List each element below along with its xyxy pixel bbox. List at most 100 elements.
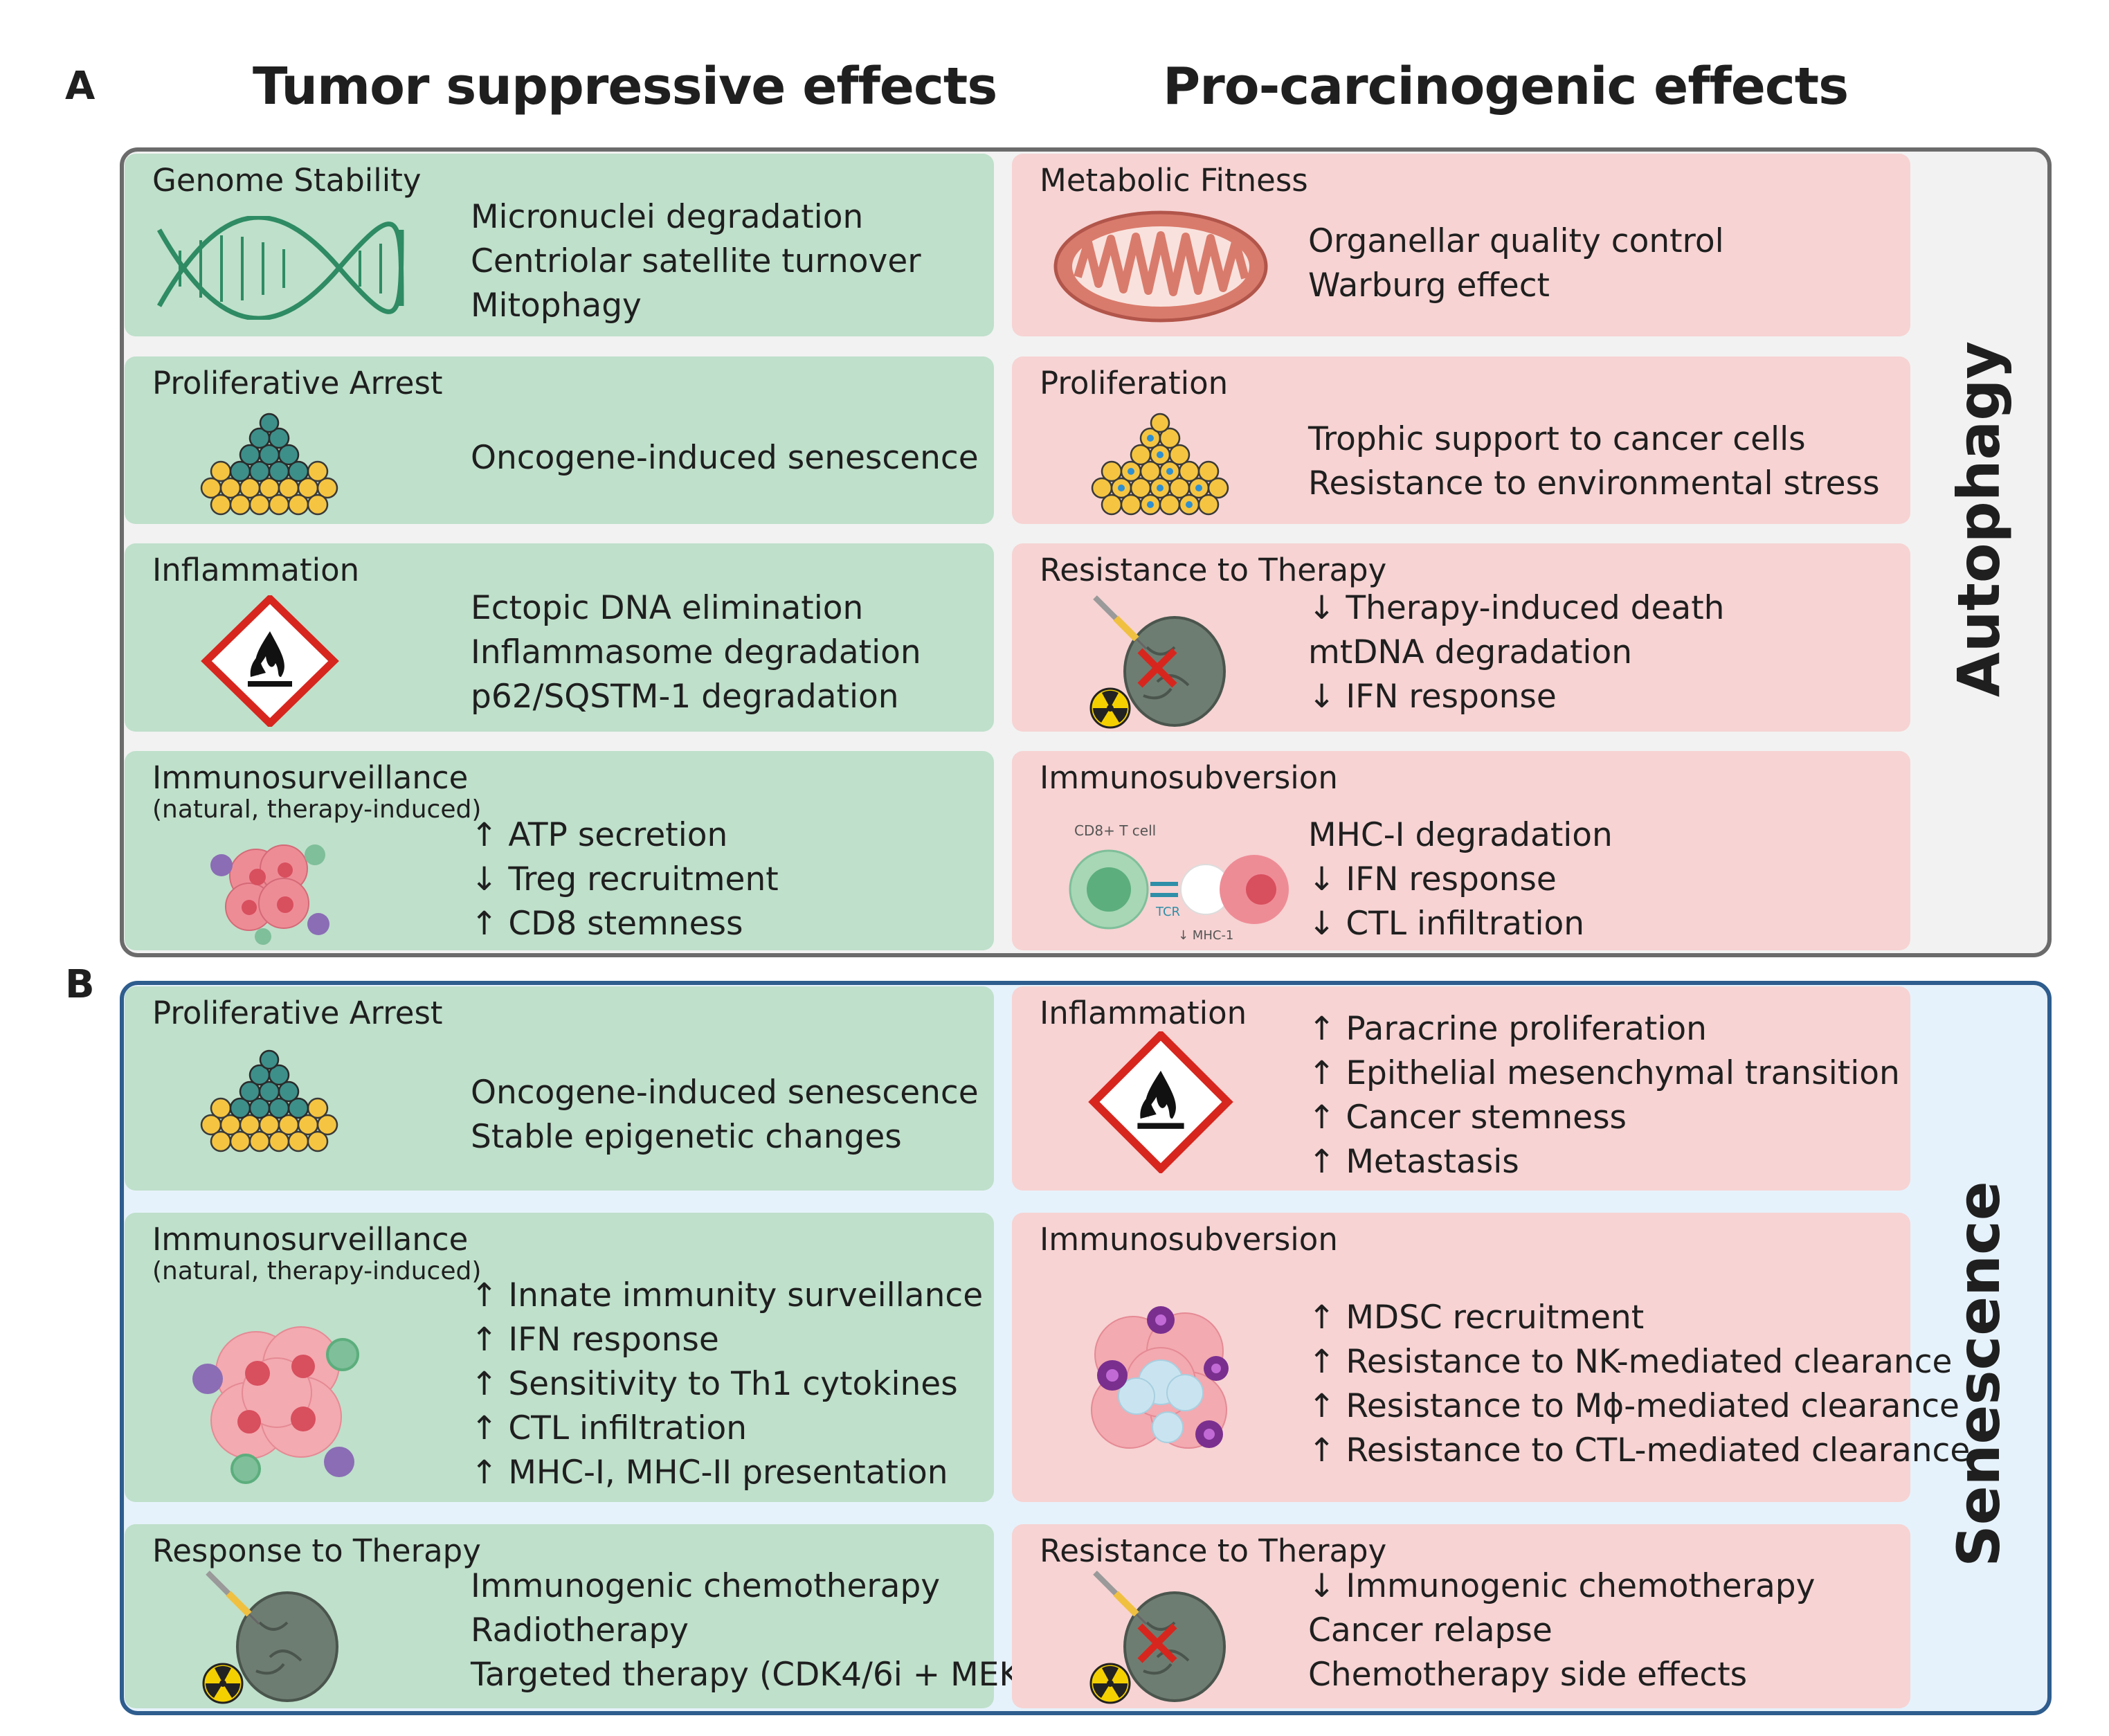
immune-tumor-icon (210, 844, 329, 945)
list-item: ↓ Immunogenic chemotherapy (1308, 1567, 1816, 1605)
autophagy-label: Autophagy (1945, 341, 2013, 698)
list-item: Immunogenic chemotherapy (471, 1567, 941, 1605)
list-item: ↓ IFN response (1308, 860, 1557, 898)
list-item: MHC-I degradation (1308, 816, 1613, 854)
list-item: Stable epigenetic changes (471, 1118, 902, 1156)
response-to-therapy-list: Immunogenic chemotherapy Radiotherapy Ta… (471, 1564, 1042, 1697)
box-title: Inflammation (1040, 995, 1247, 1031)
immunosubversion-box: Immunosubversion CD8+ T cell TCR ↓ MHC-1… (1012, 751, 1910, 950)
list-item: ↑ Epithelial mesenchymal transition (1308, 1054, 1900, 1092)
list-item: ↓ CTL infiltration (1308, 905, 1585, 943)
list-item: Organellar quality control (1308, 222, 1724, 260)
list-item: ↑ Paracrine proliferation (1308, 1010, 1707, 1048)
list-item: Oncogene-induced senescence (471, 439, 979, 477)
panel-a-letter: A (65, 64, 96, 109)
cell-cluster-icon (200, 413, 338, 516)
immunosurveillance-list: ↑ Innate immunity surveillance ↑ IFN res… (471, 1274, 983, 1495)
list-item: Targeted therapy (CDK4/6i + MEKi) (471, 1656, 1042, 1694)
immunosubversion-list: MHC-I degradation ↓ IFN response ↓ CTL i… (1308, 813, 1613, 946)
box-title: Proliferative Arrest (152, 365, 443, 401)
cell-cluster-icon (200, 1049, 338, 1152)
box-title: Immunosubversion (1040, 759, 1338, 796)
box-title: Response to Therapy (152, 1532, 481, 1569)
box-title: Immunosubversion (1040, 1221, 1338, 1258)
panel-b-letter: B (65, 962, 95, 1007)
list-item: Radiotherapy (471, 1611, 689, 1649)
proliferation-list: Trophic support to cancer cells Resistan… (1308, 417, 1880, 506)
list-item: ↑ Resistance to NK-mediated clearance (1308, 1343, 1953, 1381)
inflammation-list: Ectopic DNA elimination Inflammasome deg… (471, 586, 921, 719)
immunosurveillance-box: Immunosurveillance (natural, therapy-ind… (125, 751, 994, 950)
list-item: ↓ Treg recruitment (471, 860, 779, 898)
box-title: Proliferation (1040, 365, 1229, 401)
genome-stability-box: Genome Stability Micronuclei degradation… (125, 154, 994, 336)
list-item: Warburg effect (1308, 266, 1550, 305)
proliferative-arrest-list: Oncogene-induced senescence Stable epige… (471, 1071, 979, 1159)
list-item: Inflammasome degradation (471, 633, 921, 671)
list-item: ↓ IFN response (1308, 678, 1557, 716)
flammable-hazard-icon (201, 595, 339, 727)
box-subtitle: (natural, therapy-induced) (152, 795, 482, 824)
tcell-tumor-icon: CD8+ T cell TCR ↓ MHC-1 (1069, 822, 1289, 943)
resistance-to-therapy-list: ↓ Immunogenic chemotherapy Cancer relaps… (1308, 1564, 1815, 1697)
list-item: Chemotherapy side effects (1308, 1656, 1748, 1694)
list-item: ↑ MHC-I, MHC-II presentation (471, 1454, 948, 1492)
flammable-hazard-icon (1088, 1031, 1233, 1173)
list-item: ↑ Resistance to Mϕ-mediated clearance (1308, 1387, 1959, 1425)
mitochondrion-icon (1053, 210, 1268, 323)
box-title: Metabolic Fitness (1040, 162, 1308, 199)
immunosubversion-list: ↑ MDSC recruitment ↑ Resistance to NK-me… (1308, 1296, 1970, 1473)
list-item: mtDNA degradation (1308, 633, 1633, 671)
list-item: ↑ MDSC recruitment (1308, 1299, 1645, 1337)
mhc-label: ↓ MHC-1 (1178, 928, 1233, 943)
inflammation-box: Inflammation ↑ Paracrine proliferation ↑… (1012, 986, 1910, 1191)
senescent-tumor-icon (1091, 1306, 1229, 1449)
list-item: Oncogene-induced senescence (471, 1074, 979, 1112)
therapy-resistant-tumor-icon (1089, 595, 1226, 729)
resistance-to-therapy-box: Resistance to Therapy ↓ Immunogenic chem… (1012, 1524, 1910, 1708)
box-title: Resistance to Therapy (1040, 1532, 1387, 1569)
response-to-therapy-box: Response to Therapy Immunogenic chemothe… (125, 1524, 1042, 1708)
immune-tumor-icon (192, 1326, 359, 1484)
proliferative-arrest-box: Proliferative Arrest Oncogene-induced se… (125, 986, 994, 1191)
box-title: Immunosurveillance (152, 1221, 469, 1258)
dna-helix-icon (156, 216, 404, 320)
pro-carcinogenic-header: Pro-carcinogenic effects (1163, 57, 1849, 116)
inflammation-box: Inflammation Ectopic DNA elimination Inf… (125, 543, 994, 732)
list-item: Mitophagy (471, 287, 642, 325)
list-item: Resistance to environmental stress (1308, 464, 1880, 503)
box-title: Inflammation (152, 552, 360, 588)
list-item: ↑ ATP secretion (471, 816, 728, 854)
metabolic-fitness-list: Organellar quality control Warburg effec… (1308, 219, 1724, 308)
list-item: ↑ CD8 stemness (471, 905, 743, 943)
list-item: ↓ Therapy-induced death (1308, 589, 1725, 627)
proliferation-box: Proliferation Trophic support to cancer … (1012, 356, 1910, 524)
proliferative-arrest-box: Proliferative Arrest Oncogene-induced se… (125, 356, 994, 524)
immunosurveillance-box: Immunosurveillance (natural, therapy-ind… (125, 1213, 994, 1502)
box-title: Immunosurveillance (152, 759, 469, 796)
metabolic-fitness-box: Metabolic Fitness Organellar quality con… (1012, 154, 1910, 336)
list-item: Cancer relapse (1308, 1611, 1553, 1649)
list-item: ↑ Resistance to CTL-mediated clearance (1308, 1431, 1971, 1470)
list-item: ↑ CTL infiltration (471, 1409, 748, 1447)
list-item: p62/SQSTM-1 degradation (471, 678, 899, 716)
list-item: ↑ Innate immunity surveillance (471, 1276, 984, 1314)
inflammation-list: ↑ Paracrine proliferation ↑ Epithelial m… (1308, 1007, 1900, 1184)
proliferating-cells-icon (1091, 413, 1229, 516)
genome-stability-list: Micronuclei degradation Centriolar satel… (471, 195, 921, 328)
immunosurveillance-list: ↑ ATP secretion ↓ Treg recruitment ↑ CD8… (471, 813, 779, 946)
tumor-suppressive-header: Tumor suppressive effects (253, 57, 997, 116)
list-item: ↑ Cancer stemness (1308, 1098, 1627, 1137)
box-title: Resistance to Therapy (1040, 552, 1387, 588)
resistance-to-therapy-list: ↓ Therapy-induced death mtDNA degradatio… (1308, 586, 1724, 719)
list-item: Micronuclei degradation (471, 198, 864, 236)
immunosubversion-box: Immunosubversion ↑ MDSC recruitment ↑ Re… (1012, 1213, 1970, 1502)
list-item: Trophic support to cancer cells (1308, 420, 1806, 458)
list-item: Centriolar satellite turnover (471, 242, 921, 280)
treated-tumor-icon (202, 1571, 338, 1704)
list-item: Ectopic DNA elimination (471, 589, 864, 627)
box-subtitle: (natural, therapy-induced) (152, 1257, 482, 1285)
resistance-to-therapy-box: Resistance to Therapy ↓ Therapy-induced … (1012, 543, 1910, 732)
therapy-resistant-tumor-icon (1089, 1571, 1226, 1704)
tcell-label: CD8+ T cell (1074, 822, 1156, 839)
